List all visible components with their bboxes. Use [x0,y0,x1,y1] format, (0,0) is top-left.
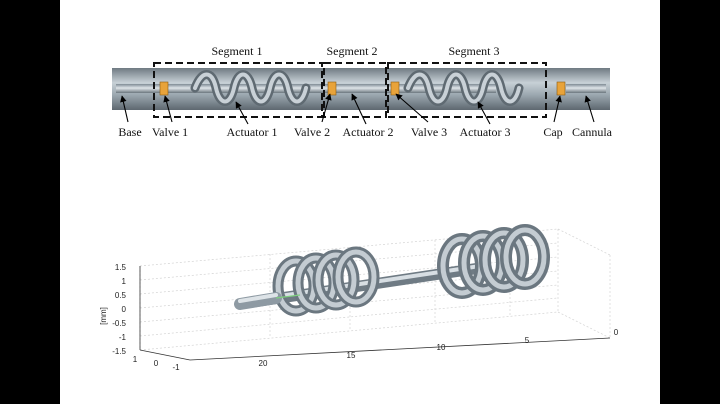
cannula-rod [566,84,606,93]
slide: Segment 1 Segment 2 Segment 3 Base Valve… [60,0,660,404]
z-tick: -1.5 [112,347,126,356]
base-tube-3d-highlight [238,293,278,303]
x-tick: 5 [525,336,530,345]
x-tick: 10 [437,343,446,352]
segment-3-box [387,62,547,118]
z-tick: 0.5 [115,291,127,300]
base-tube-3d [234,292,282,310]
coil-right [437,224,550,299]
x-tick: 0 [614,328,619,337]
segment-1-box [153,62,323,118]
label-actuator-2: Actuator 2 [343,125,394,139]
z-axis-label: [mm] [99,307,108,325]
segment-2-box [323,62,387,118]
segment-1-label: Segment 1 [212,44,263,58]
schematic: Segment 1 Segment 2 Segment 3 Base Valve… [112,44,613,139]
label-valve-1: Valve 1 [152,125,188,139]
label-cap: Cap [543,125,562,139]
x-tick: 15 [347,351,356,360]
y-tick: 1 [133,355,138,364]
z-ticks: 1.5 1 0.5 0 -0.5 -1 -1.5 [112,263,126,356]
label-base: Base [118,125,141,139]
x-tick: 20 [259,359,268,368]
label-valve-2: Valve 2 [294,125,330,139]
x-ticks: 20 15 10 5 0 [259,328,619,368]
z-tick: -0.5 [112,319,126,328]
z-tick: -1 [119,333,127,342]
segment-2-label: Segment 2 [327,44,378,58]
y-tick: 0 [154,359,159,368]
actuator-1-helix [190,70,311,106]
y-ticks: 1 0 -1 [133,355,180,372]
device-3d [234,224,550,317]
label-actuator-3: Actuator 3 [460,125,511,139]
z-tick: 0 [122,305,127,314]
plot-axes [139,266,611,361]
cap [556,81,566,96]
valve-2 [327,81,337,96]
valve-1 [159,81,169,96]
pointer-arrows [120,93,595,125]
valve-3 [390,81,400,96]
segment-3-label: Segment 3 [449,44,500,58]
actuator-3-helix [403,70,524,106]
label-actuator-1: Actuator 1 [227,125,278,139]
plot-3d: 1.5 1 0.5 0 -0.5 -1 -1.5 [mm] 1 0 -1 20 … [99,224,619,372]
figure: Segment 1 Segment 2 Segment 3 Base Valve… [99,44,619,372]
label-valve-3: Valve 3 [411,125,447,139]
y-tick: -1 [172,363,180,372]
green-marker [275,294,301,299]
z-tick: 1.5 [115,263,127,272]
coil-left [272,246,380,317]
z-tick: 1 [122,277,127,286]
label-cannula: Cannula [572,125,613,139]
